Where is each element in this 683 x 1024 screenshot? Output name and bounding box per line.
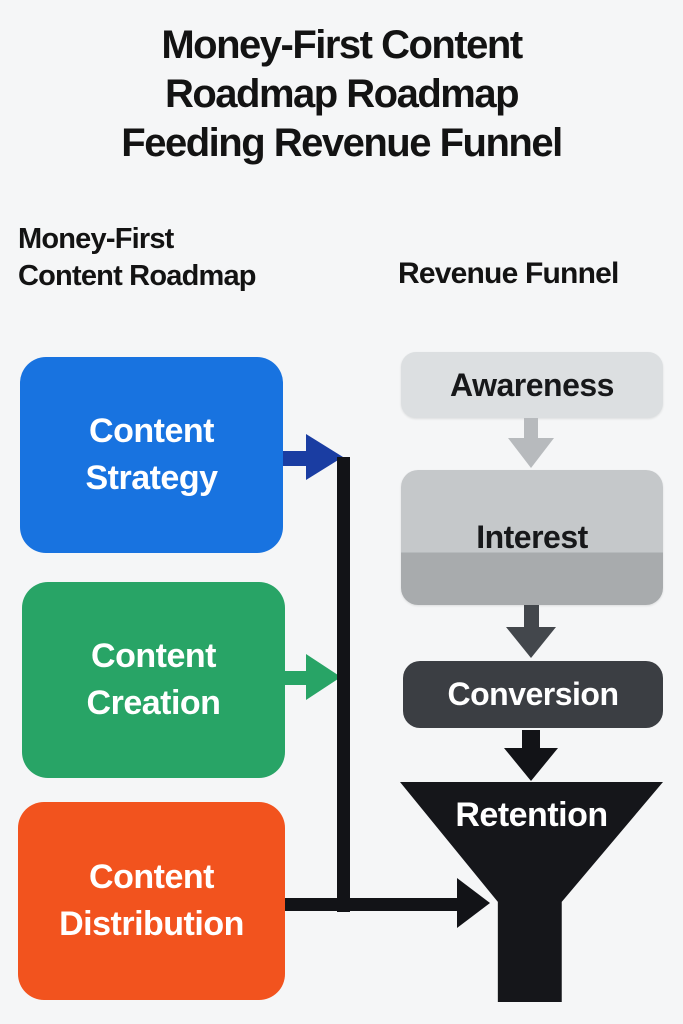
down-arrow-icon xyxy=(504,748,558,781)
interest-to-conversion-arrow-shaft xyxy=(524,605,539,629)
distribution-horizontal-line xyxy=(285,898,457,911)
funnel-stage-label: Awareness xyxy=(450,366,614,403)
funnel-column-heading: Revenue Funnel xyxy=(398,257,619,290)
page-title: Money-First Content Roadmap Roadmap Feed… xyxy=(121,23,563,165)
funnel-stage-interest: Interest xyxy=(401,470,663,605)
strategy-right-arrow-icon xyxy=(306,434,343,480)
roadmap-box-label: Content Distribution xyxy=(59,858,244,943)
funnel-right-arrow-icon xyxy=(457,878,490,928)
funnel-stage-label: Conversion xyxy=(447,676,619,712)
creation-right-arrow-icon xyxy=(306,654,341,700)
roadmap-box-content-strategy: Content Strategy xyxy=(20,357,283,553)
funnel-stage-conversion: Conversion xyxy=(403,661,663,728)
collector-vertical-line xyxy=(337,457,350,912)
funnel-shape-retention: Retention xyxy=(400,782,663,1002)
roadmap-box-content-distribution: Content Distribution xyxy=(18,802,285,1000)
funnel-stage-label: Retention xyxy=(455,796,608,834)
funnel-stage-awareness: Awareness xyxy=(401,352,663,418)
conversion-to-retention-arrow-shaft xyxy=(522,730,540,750)
roadmap-box-label: Content Creation xyxy=(86,637,221,722)
down-arrow-icon xyxy=(508,438,554,468)
down-arrow-icon xyxy=(506,627,556,658)
funnel-stage-label: Interest xyxy=(476,519,588,555)
creation-connector-shaft xyxy=(285,671,309,685)
roadmap-column-heading: Money-First Content Roadmap xyxy=(18,223,257,292)
awareness-to-interest-arrow-shaft xyxy=(524,418,538,440)
roadmap-box-label: Content Strategy xyxy=(85,412,218,497)
strategy-connector-shaft xyxy=(283,451,309,466)
roadmap-box-content-creation: Content Creation xyxy=(22,582,285,778)
